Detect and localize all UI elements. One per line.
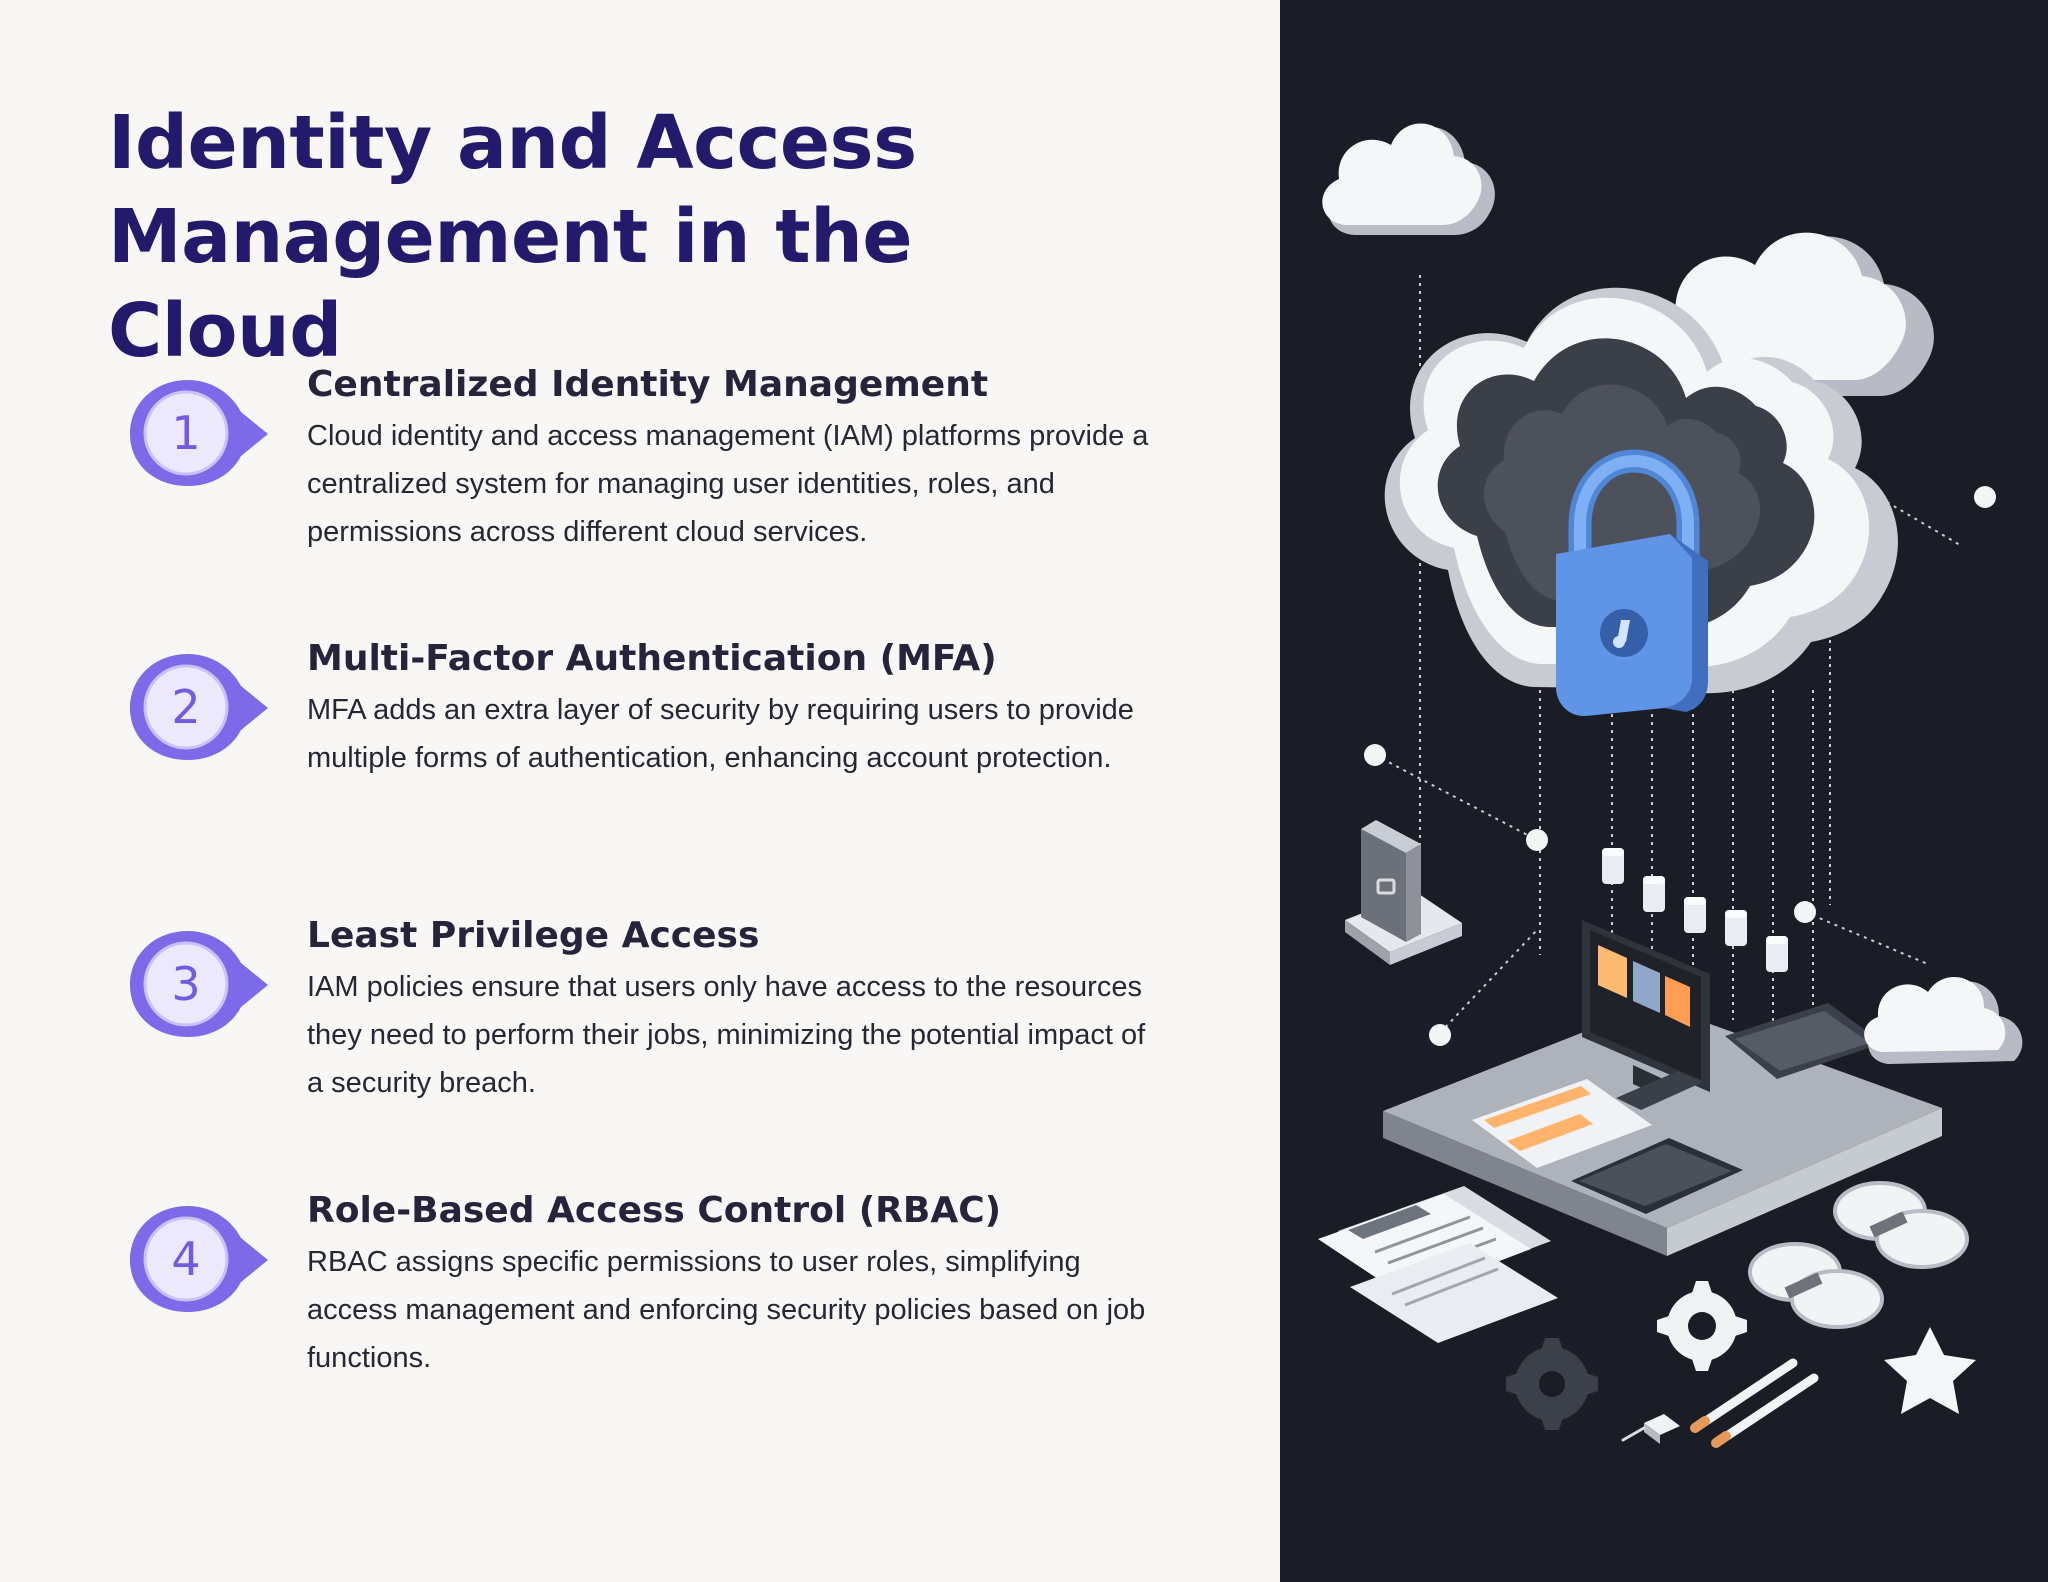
- wire-icon: [1621, 1358, 1819, 1448]
- location-pin-icon: [130, 380, 268, 486]
- network-node-icon: [1364, 486, 1996, 1046]
- section-description: RBAC assigns specific permissions to use…: [307, 1246, 1146, 1374]
- step-marker: 2: [122, 642, 274, 770]
- step-number: 2: [171, 680, 201, 734]
- location-pin-icon: [130, 931, 268, 1037]
- small-cloud-icon: [1322, 123, 1495, 235]
- pillar-icon: [1602, 848, 1788, 972]
- step-marker: 3: [122, 919, 274, 1047]
- section-role-based-access-control: 4 Role-Based Access Control (RBAC) RBAC …: [0, 1188, 1280, 1448]
- server-rack-icon: [1345, 820, 1462, 965]
- large-background-cloud-icon: [1655, 232, 1934, 396]
- gear-icon: [1506, 1281, 1747, 1430]
- cloud-security-illustration: [1280, 0, 2048, 1582]
- section-heading: Multi-Factor Authentication (MFA): [307, 638, 997, 679]
- location-pin-icon: [130, 1206, 268, 1312]
- section-heading: Least Privilege Access: [307, 915, 760, 956]
- step-marker: 1: [122, 368, 274, 496]
- monitor-icon: [1582, 920, 1710, 1110]
- illustration-panel: [1280, 0, 2048, 1582]
- cloud-icon: [1384, 287, 1898, 694]
- section-heading: Role-Based Access Control (RBAC): [307, 1190, 1002, 1231]
- step-marker: 4: [122, 1194, 274, 1322]
- desk-platform: [1383, 1003, 1942, 1256]
- section-least-privilege-access: 3 Least Privilege Access IAM policies en…: [0, 913, 1280, 1173]
- step-number: 1: [171, 406, 201, 460]
- star-icon: [1884, 1327, 1976, 1414]
- step-number: 3: [171, 957, 201, 1011]
- small-cloud-icon: [1864, 977, 2023, 1064]
- section-centralized-identity-management: 1 Centralized Identity Management Cloud …: [0, 362, 1280, 622]
- section-description: Cloud identity and access management (IA…: [307, 420, 1149, 548]
- chain-link-icon: [1748, 1181, 1969, 1329]
- document-icon: [1318, 1186, 1558, 1343]
- step-number: 4: [171, 1232, 201, 1286]
- page-title: Identity and Access Management in the Cl…: [108, 100, 917, 374]
- content-panel: Identity and Access Management in the Cl…: [0, 100, 1280, 1448]
- section-description: IAM policies ensure that users only have…: [307, 971, 1146, 1099]
- section-description: MFA adds an extra layer of security by r…: [307, 694, 1134, 774]
- section-multi-factor-authentication: 2 Multi-Factor Authentication (MFA) MFA …: [0, 636, 1280, 896]
- location-pin-icon: [130, 654, 268, 760]
- padlock-icon: [1556, 449, 1708, 717]
- section-heading: Centralized Identity Management: [307, 364, 989, 405]
